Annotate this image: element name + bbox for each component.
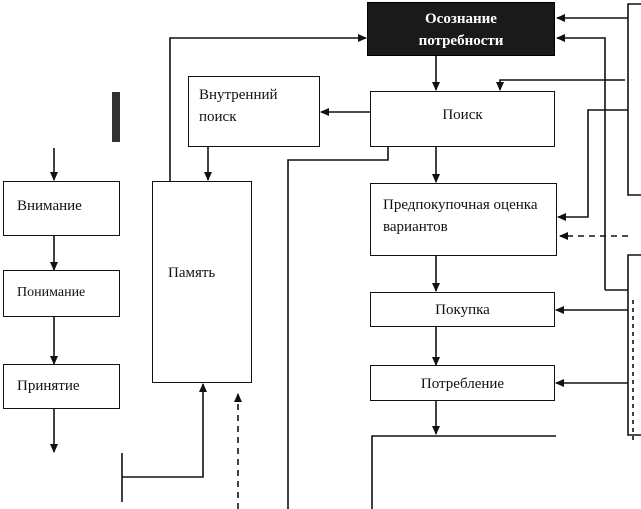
- right-box-top: [627, 3, 641, 196]
- arrow-memory-to-need: [169, 34, 367, 182]
- right-box-bottom: [627, 254, 641, 436]
- bottom-box-outline: [371, 435, 556, 509]
- node-consumption: Потребление: [370, 365, 555, 401]
- node-need-recognition: Осознание потребности: [367, 2, 555, 56]
- arrow-right-to-search: [496, 79, 625, 91]
- node-memory: Память: [152, 181, 252, 383]
- node-evaluation: Предпокупочная оценка вариантов: [370, 183, 557, 256]
- node-search: Поиск: [370, 91, 555, 147]
- node-purchase: Покупка: [370, 292, 555, 327]
- node-internal-search: Внутренний поиск: [188, 76, 320, 147]
- arrow-right-to-evaluation: [557, 109, 628, 221]
- marker-bar: [112, 92, 120, 142]
- arrow-bracket-to-memory: [122, 383, 207, 478]
- node-acceptance: Принятие: [3, 364, 120, 409]
- line-search-down: [287, 147, 389, 509]
- node-attention: Внимание: [3, 181, 120, 236]
- node-comprehension: Понимание: [3, 270, 120, 317]
- arrow-right-to-need-2: [556, 34, 606, 290]
